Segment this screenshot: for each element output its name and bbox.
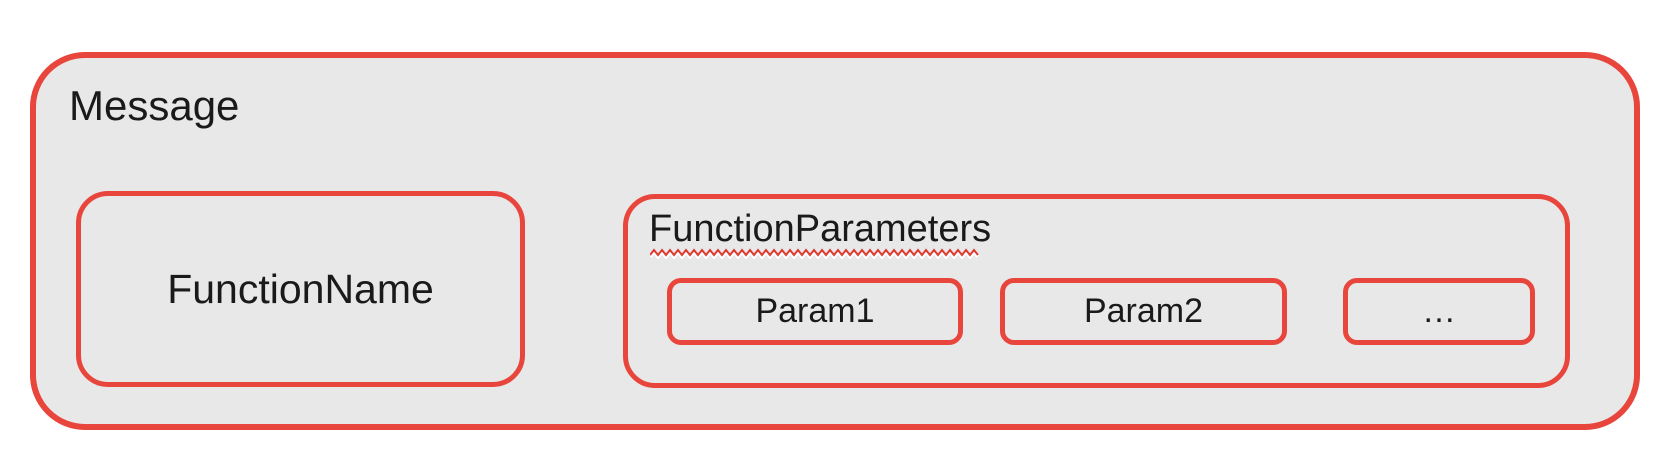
message-box: Message FunctionName FunctionParameters … — [30, 52, 1640, 430]
more-params-ellipsis-label: … — [1422, 292, 1456, 330]
param1-label: Param1 — [755, 292, 875, 330]
spellcheck-squiggle-icon — [650, 248, 980, 259]
param2-label: Param2 — [1083, 292, 1204, 330]
param1-box: Param1 — [667, 278, 963, 345]
function-name-box: FunctionName — [76, 191, 525, 387]
param2-box: Param2 — [1000, 278, 1287, 345]
message-label: Message — [69, 82, 240, 129]
more-params-box: … — [1343, 278, 1535, 345]
function-parameters-label: FunctionParameters — [649, 208, 992, 250]
function-parameters-box: FunctionParameters Param1 Param2 … — [623, 194, 1570, 388]
function-name-label: FunctionName — [167, 265, 434, 312]
